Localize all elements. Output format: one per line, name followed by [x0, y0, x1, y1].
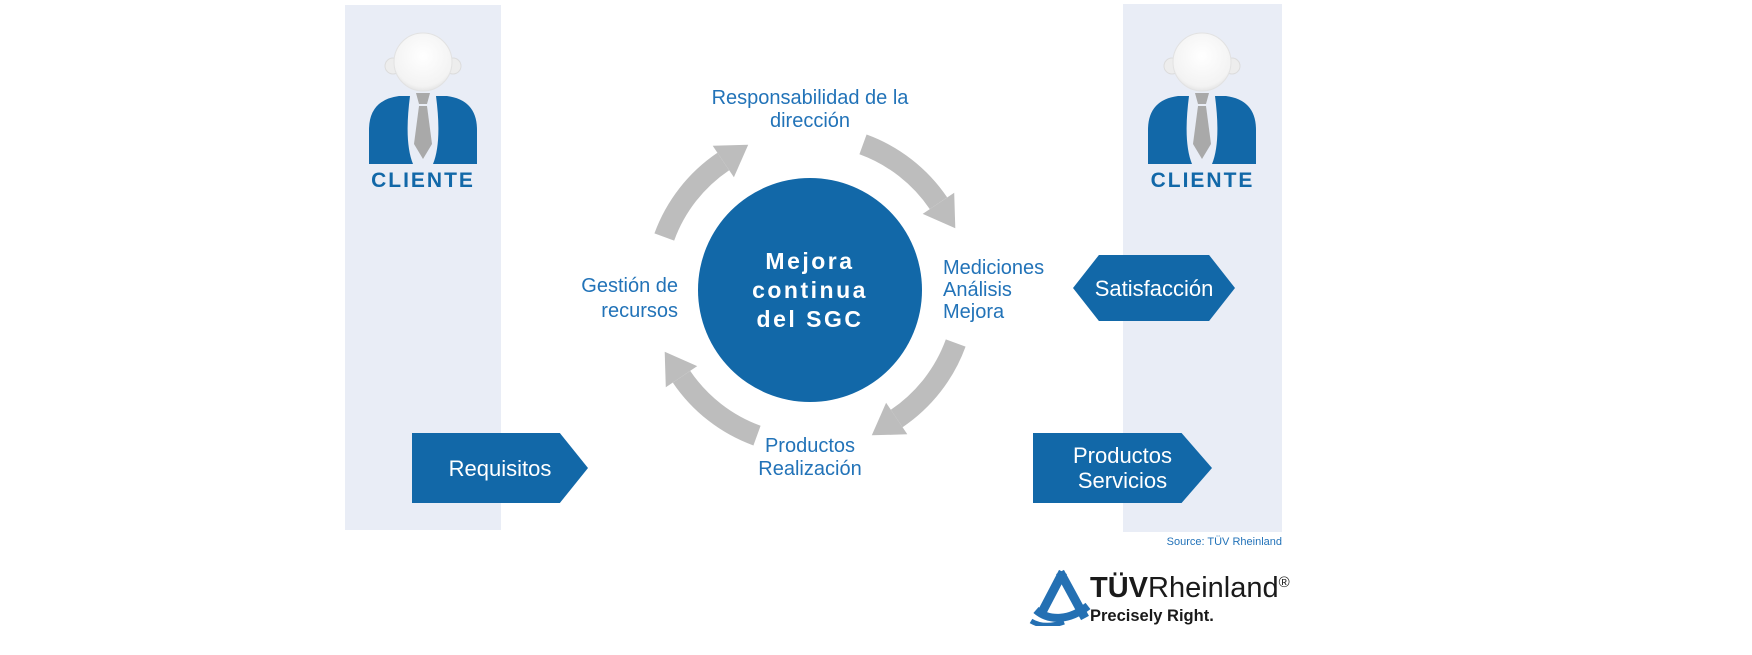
continuous-improvement-circle: Mejora continua del SGC [698, 178, 922, 402]
person-icon [369, 32, 477, 164]
satisfaccion-banner: Satisfacción [1073, 255, 1235, 321]
circle-text-line: del SGC [756, 305, 864, 332]
logo-rheinland-text: Rheinland [1148, 572, 1279, 604]
customer-label-left: CLIENTE [371, 169, 475, 192]
product-realization-label: Productos Realización [758, 435, 862, 480]
tuv-rheinland-logo-text: TÜVRheinland® [1090, 572, 1290, 605]
productos-servicios-banner: Productos Servicios [1033, 433, 1212, 503]
source-attribution: Source: TÜV Rheinland [1166, 536, 1282, 548]
tuv-triangle-logo-icon [1029, 569, 1091, 626]
person-icon [1148, 32, 1256, 164]
customer-label-right: CLIENTE [1150, 169, 1255, 192]
circle-text-line: Mejora [765, 247, 855, 274]
logo-tuv-text: TÜV [1090, 572, 1148, 604]
management-responsibility-label: Responsabilidad de la dirección [711, 87, 909, 132]
precisely-right-tagline: Precisely Right. [1090, 607, 1214, 625]
registered-mark: ® [1278, 574, 1290, 591]
resource-management-label: Gestión de recursos [581, 275, 678, 322]
measurement-analysis-label: Mediciones Análisis Mejora [943, 257, 1045, 323]
circle-text-line: continua [752, 276, 868, 303]
requisitos-banner: Requisitos [412, 433, 588, 503]
